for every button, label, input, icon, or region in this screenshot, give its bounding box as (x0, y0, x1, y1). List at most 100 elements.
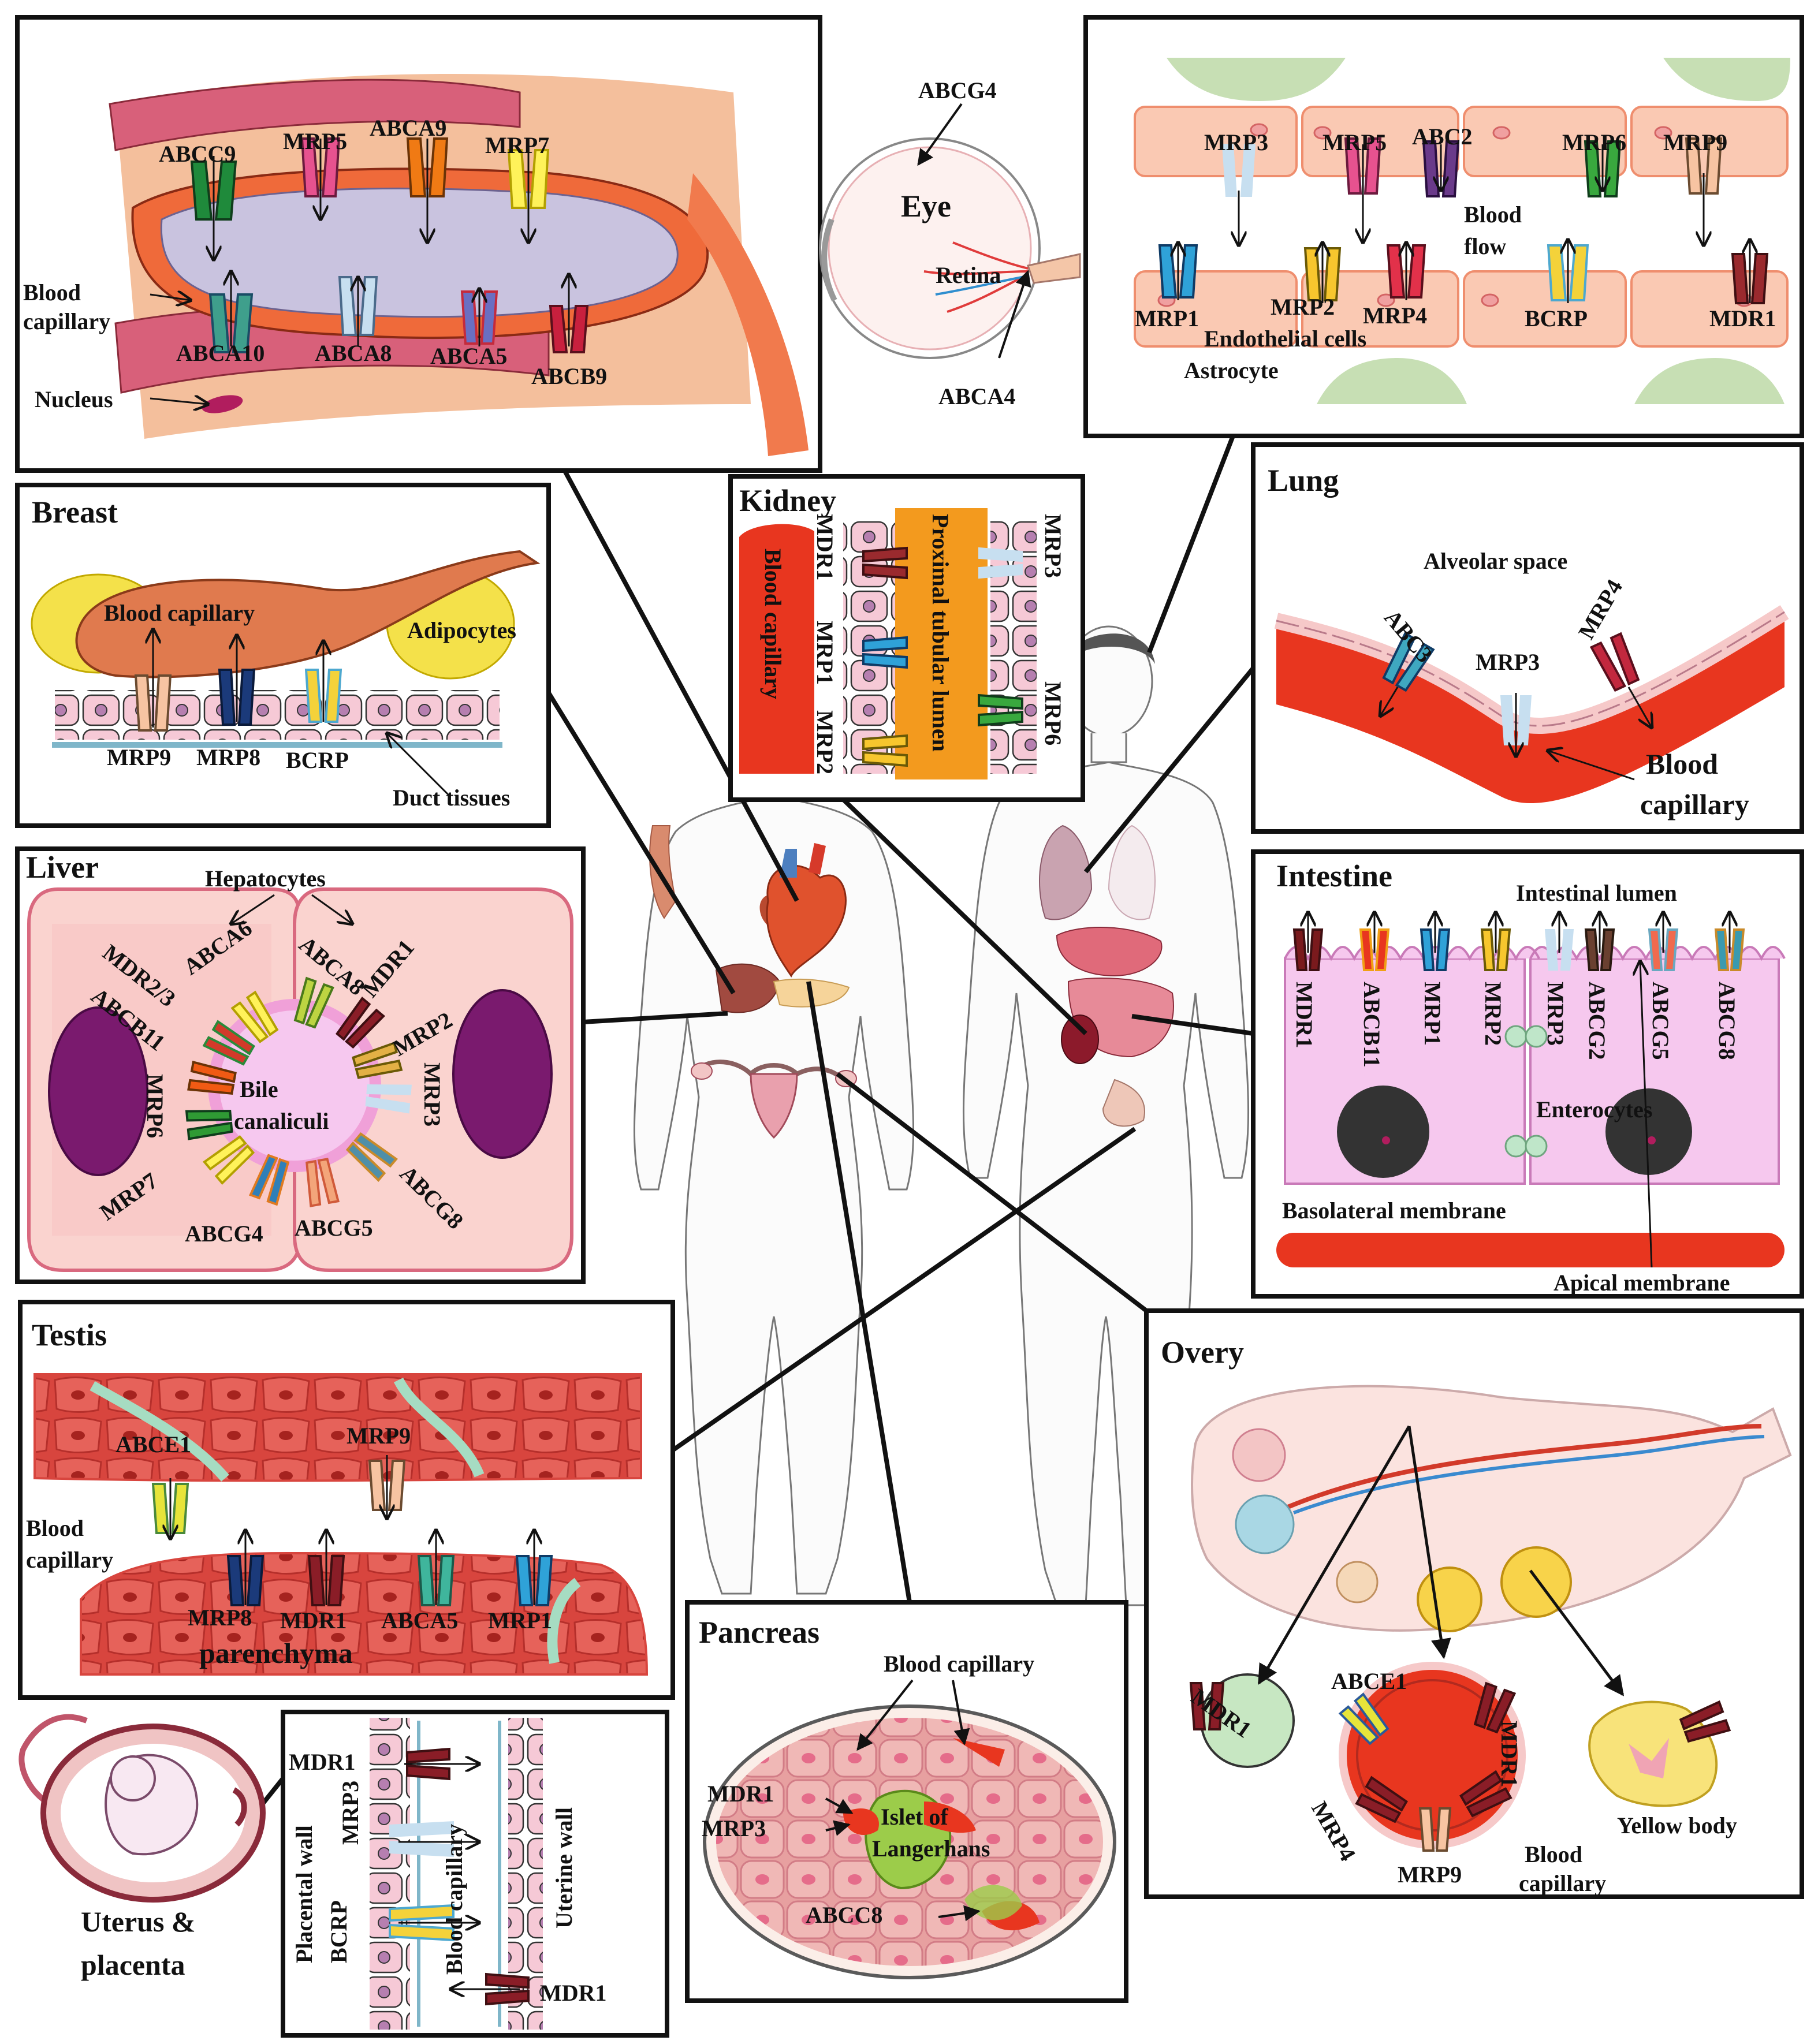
label-retina: Retina (936, 262, 1001, 288)
transporter-darkred-icon (1355, 1776, 1408, 1823)
transporter-darkred-icon (406, 1747, 450, 1781)
label-hepatocytes: Hepatocytes (205, 866, 326, 892)
label-astrocyte: Astrocyte (1184, 357, 1279, 383)
transporter-yellow-blue-icon (1547, 244, 1589, 301)
transporter-darkred-icon (1292, 928, 1324, 971)
transporter-darkred-icon (1189, 1682, 1225, 1730)
transporter-yellow-blue-icon (304, 669, 342, 723)
label-proximal-tubular-lumen: Proximal tubular lumen (927, 514, 953, 752)
label-abcg4: ABCG4 (185, 1221, 263, 1247)
breast-transporters (134, 669, 342, 732)
panel-lung (1251, 442, 1804, 834)
label-blood-capillary: Blood capillary (884, 1651, 1034, 1677)
pancreas-arrows (825, 1679, 981, 1922)
label-abcc9: ABCC9 (159, 141, 236, 167)
label-placenta: placenta (81, 1949, 185, 1981)
kidney-organ (1061, 1014, 1099, 1064)
transporter-darkred-icon (1589, 632, 1640, 692)
label-blood: Blood (1525, 1841, 1582, 1867)
connector-lines (258, 435, 1261, 1809)
label-abca5: ABCA5 (430, 343, 507, 369)
label-blood-capillary: Blood capillary (104, 600, 255, 626)
label-bile: Bile (240, 1076, 278, 1102)
transporter-lightblue-icon (1221, 144, 1256, 197)
label-mrp6: MRP6 (1040, 681, 1066, 745)
transporter-teal-icon (345, 1132, 398, 1183)
label-nucleus: Nucleus (35, 386, 113, 412)
label-mdr1-right: MDR1 (1496, 1721, 1522, 1788)
label-uterus-and: Uterus & (81, 1905, 196, 1938)
transporter-purple-icon (1422, 140, 1460, 197)
label-blood-capillary: Blood capillary (760, 549, 786, 699)
brain-labels: MRP3 MRP5 ABC2 MRP6 MRP9 Blood flow MRP1… (1135, 124, 1776, 383)
transporter-darkred-icon (1473, 1681, 1517, 1734)
transporter-lightblue-icon (389, 1821, 454, 1857)
placenta-arrows (398, 1764, 520, 1989)
lung-organ (1039, 825, 1093, 920)
label-abcc8: ABCC8 (806, 1902, 882, 1928)
muscle-arrows (150, 139, 569, 404)
label-mrp9: MRP9 (1663, 129, 1727, 155)
label-mrp8: MRP8 (196, 744, 260, 770)
label-blood: Blood (1464, 202, 1522, 227)
intestine-title: Intestine (1276, 859, 1392, 893)
liver-transporters (185, 976, 412, 1207)
panel-eye (819, 137, 1081, 359)
transporter-blue-icon (1420, 928, 1451, 971)
label-mrp1: MRP1 (1135, 305, 1199, 331)
label-blood: Blood (23, 279, 81, 305)
transporter-orange-icon (406, 137, 449, 197)
label-mrp3: MRP3 (1543, 982, 1569, 1046)
panel-testis (18, 1300, 675, 1700)
transporter-blue-orange-icon (249, 1154, 290, 1206)
testis-organ (1102, 1079, 1145, 1127)
label-abce1: ABCE1 (1331, 1668, 1407, 1694)
label-abcb11: ABCB11 (1359, 982, 1385, 1068)
label-mrp9: MRP9 (1398, 1862, 1462, 1888)
transporter-peach-icon (1685, 137, 1723, 195)
label-blood: Blood (26, 1515, 84, 1541)
label-abcg2: ABCG2 (1584, 982, 1610, 1060)
label-mrp1: MRP1 (488, 1607, 552, 1633)
breast-arrows (153, 629, 452, 798)
transporter-darkred-icon (1679, 1700, 1731, 1743)
ovary-arrows (1257, 1425, 1625, 1696)
brain-arrows (1178, 144, 1750, 303)
eye-arrows (917, 103, 1031, 359)
transporter-lightblue-icon (978, 547, 1023, 579)
panel-intestine (1251, 849, 1804, 1299)
transporter-navy-icon (218, 669, 256, 726)
panel-liver (15, 846, 586, 1284)
transporter-navy-icon (226, 1555, 264, 1606)
muscle-transporters (190, 137, 589, 353)
transporter-brown-icon (1584, 928, 1615, 971)
kidney-title: Kidney (739, 483, 836, 518)
label-mrp7: MRP7 (485, 132, 549, 158)
label-yellow-body: Yellow body (1617, 1812, 1737, 1838)
label-placental-wall: Placental wall (291, 1825, 317, 1963)
lung-title: Lung (1268, 463, 1339, 498)
transporter-blue-icon (1158, 244, 1198, 299)
label-mrp4: MRP4 (1363, 303, 1427, 329)
label-parenchyma: parenchyma (199, 1637, 353, 1669)
transporter-yellow-icon (507, 149, 550, 209)
pancreas-labels: Pancreas Blood capillary MDR1 MRP3 Islet… (699, 1615, 1034, 1928)
transporter-yellow-icon (862, 734, 908, 767)
kidney-labels: Kidney Blood capillary MDR1 MRP1 MRP2 Pr… (739, 483, 1066, 774)
label-mrp3: MRP3 (419, 1062, 445, 1127)
transporter-red-green-icon (202, 1020, 255, 1066)
label-mrp3: MRP3 (1204, 129, 1268, 155)
label-blood-capillary: Blood capillary (441, 1824, 467, 1975)
transporter-yellow-green-icon (293, 976, 334, 1029)
ovary-transporters (1189, 1681, 1731, 1852)
label-mrp5: MRP5 (283, 128, 347, 154)
eye-labels: ABCG4 Eye Retina ABCA4 (901, 77, 1015, 409)
transporter-red-icon (549, 305, 589, 353)
label-mdr1: MDR1 (1709, 305, 1776, 331)
transporter-salmon-icon (1648, 928, 1679, 971)
transporter-yellow-icon (203, 1135, 255, 1185)
label-abcg4: ABCG4 (918, 77, 997, 103)
label-apical-membrane: Apical membrane (1554, 1270, 1730, 1296)
